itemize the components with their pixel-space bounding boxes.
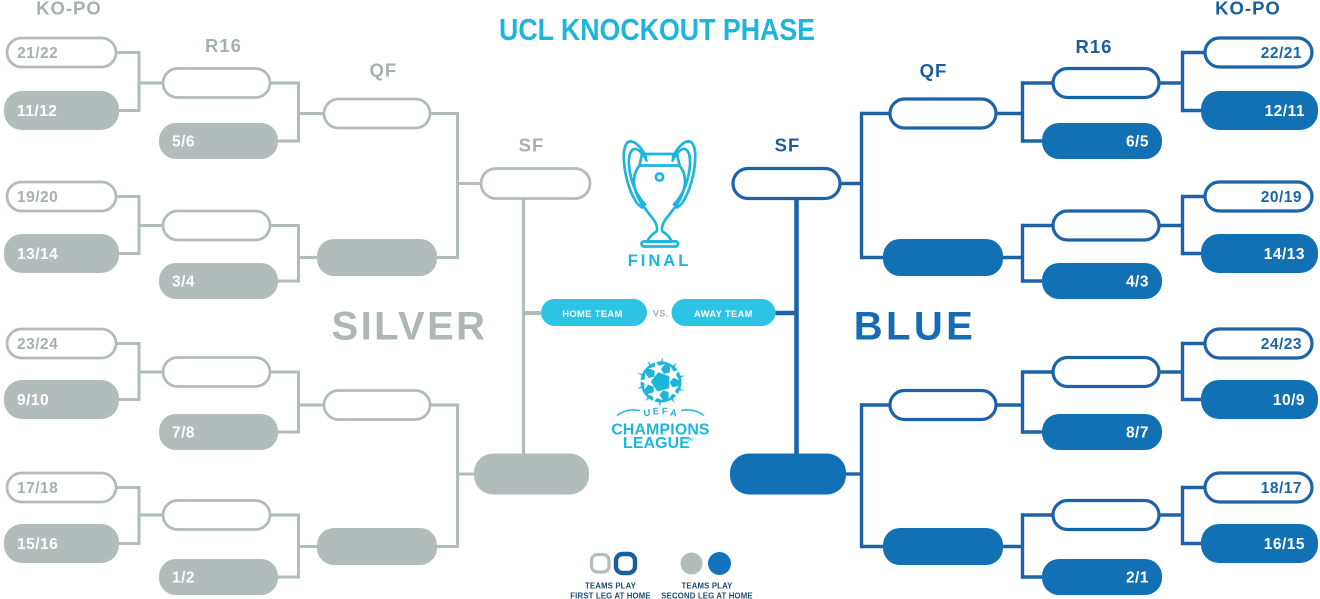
svg-text:9/10: 9/10 (17, 392, 49, 409)
svg-text:SF: SF (775, 135, 801, 156)
svg-text:QF: QF (920, 60, 948, 81)
svg-text:A: A (669, 408, 678, 420)
svg-text:VS.: VS. (653, 309, 669, 319)
svg-text:17/18: 17/18 (17, 480, 58, 497)
svg-text:15/16: 15/16 (17, 536, 58, 553)
svg-text:4/3: 4/3 (1126, 274, 1149, 291)
svg-text:E: E (652, 406, 659, 417)
svg-text:KO-PO: KO-PO (36, 0, 102, 19)
svg-text:11/12: 11/12 (17, 103, 57, 120)
svg-text:R16: R16 (205, 35, 242, 56)
svg-text:R16: R16 (1076, 36, 1113, 57)
svg-text:8/7: 8/7 (1126, 425, 1149, 442)
svg-text:UCL KNOCKOUT PHASE: UCL KNOCKOUT PHASE (499, 13, 815, 47)
svg-text:TEAMS PLAY: TEAMS PLAY (681, 582, 733, 591)
svg-text:2/1: 2/1 (1126, 570, 1149, 587)
svg-text:12/11: 12/11 (1265, 103, 1305, 120)
svg-text:18/17: 18/17 (1261, 480, 1302, 497)
svg-text:13/14: 13/14 (17, 246, 58, 263)
svg-text:LEAGUE: LEAGUE (623, 435, 690, 452)
svg-text:F: F (661, 406, 668, 417)
svg-text:FIRST LEG AT HOME: FIRST LEG AT HOME (570, 591, 651, 599)
svg-text:24/23: 24/23 (1261, 336, 1302, 353)
svg-text:TEAMS PLAY: TEAMS PLAY (585, 582, 637, 591)
svg-text:3/4: 3/4 (172, 274, 195, 291)
svg-text:5/6: 5/6 (172, 134, 195, 151)
svg-text:SF: SF (519, 135, 545, 156)
svg-text:BLUE: BLUE (854, 305, 977, 349)
svg-text:20/19: 20/19 (1261, 189, 1302, 206)
svg-text:®: ® (688, 436, 693, 444)
svg-text:1/2: 1/2 (172, 570, 195, 587)
svg-text:22/21: 22/21 (1261, 45, 1302, 62)
svg-text:SILVER: SILVER (332, 305, 488, 349)
svg-text:KO-PO: KO-PO (1215, 0, 1281, 19)
svg-text:23/24: 23/24 (17, 336, 58, 353)
svg-text:SECOND LEG AT HOME: SECOND LEG AT HOME (661, 591, 753, 599)
svg-text:AWAY TEAM: AWAY TEAM (694, 308, 753, 319)
svg-text:HOME TEAM: HOME TEAM (562, 308, 622, 319)
svg-text:10/9: 10/9 (1273, 392, 1305, 409)
svg-text:CHAMPIONS: CHAMPIONS (611, 422, 709, 439)
svg-text:FINAL: FINAL (628, 252, 692, 270)
svg-text:QF: QF (370, 60, 398, 81)
svg-text:21/22: 21/22 (17, 45, 58, 62)
svg-text:7/8: 7/8 (172, 425, 195, 442)
svg-text:6/5: 6/5 (1126, 134, 1149, 151)
svg-text:14/13: 14/13 (1264, 246, 1305, 263)
svg-text:16/15: 16/15 (1264, 536, 1305, 553)
svg-text:U: U (643, 408, 652, 420)
svg-text:19/20: 19/20 (17, 189, 58, 206)
